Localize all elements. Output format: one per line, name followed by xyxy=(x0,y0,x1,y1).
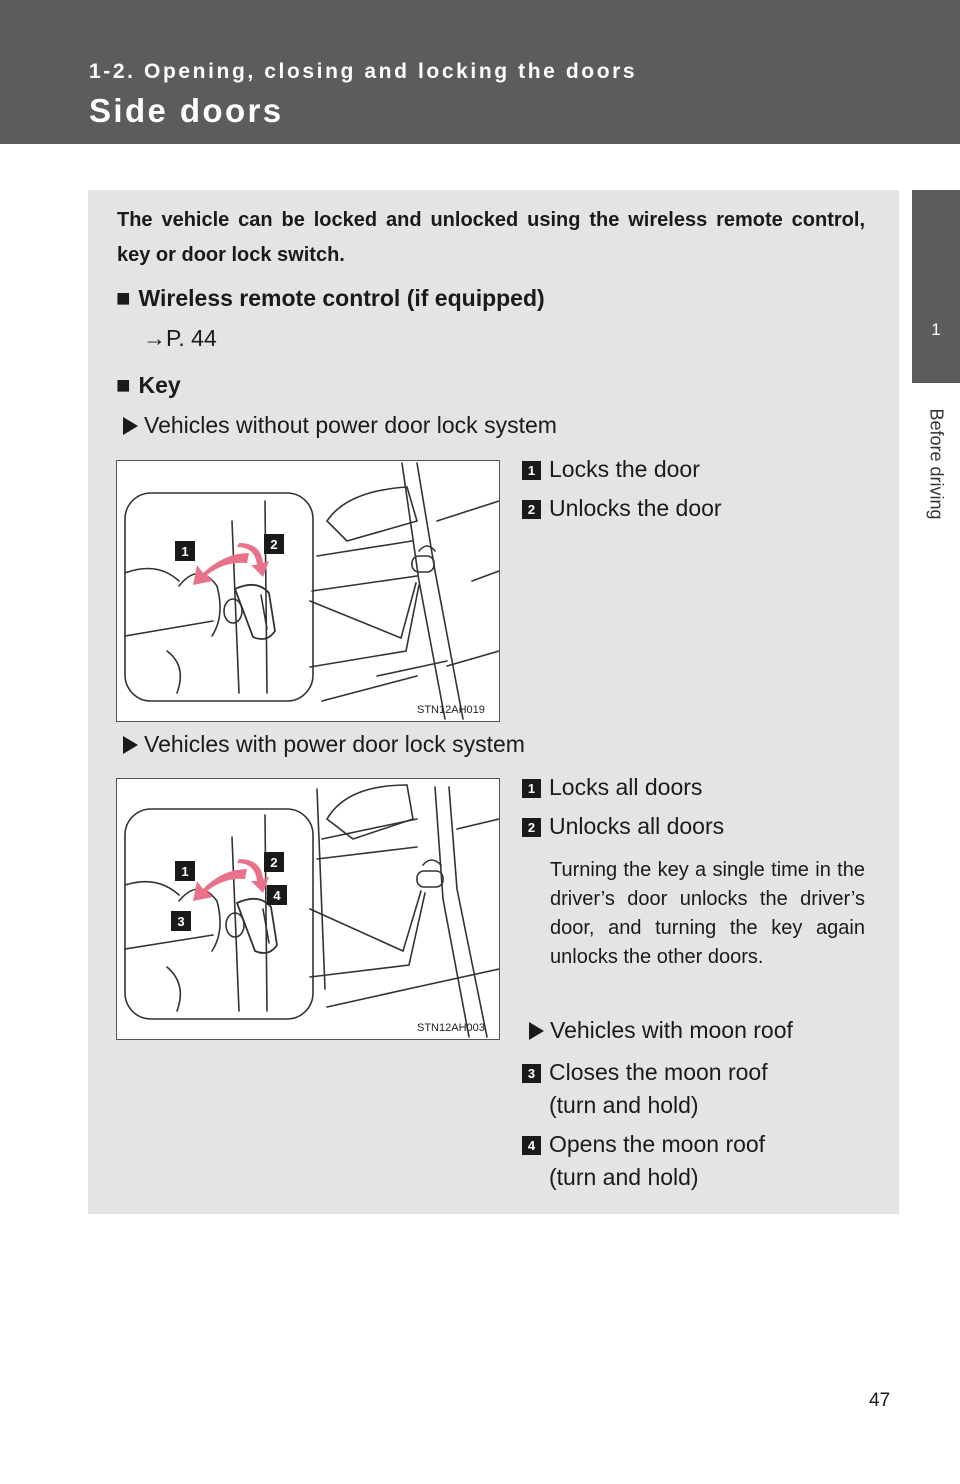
callout-3: 3 xyxy=(177,914,184,929)
illustration-key-cylinder-power-lock: 1 2 3 4 STN12AH003 xyxy=(116,778,500,1040)
legend-item-locks-all-doors: 1 Locks all doors xyxy=(522,774,702,801)
number-badge: 3 xyxy=(522,1064,541,1083)
triangle-bullet-icon xyxy=(529,1022,544,1040)
callout-2: 2 xyxy=(270,855,277,870)
legend-item-opens-moon-roof: 4 Opens the moon roof (turn and hold) xyxy=(522,1128,765,1194)
page-reference-link[interactable]: →P. 44 xyxy=(143,325,217,351)
legend-item-unlocks-all-doors: 2 Unlocks all doors xyxy=(522,813,724,840)
callout-4: 4 xyxy=(273,888,281,903)
subsection-with-power-lock: Vehicles with power door lock system xyxy=(123,731,525,758)
legend-subtext: (turn and hold) xyxy=(549,1092,699,1118)
number-badge: 4 xyxy=(522,1136,541,1155)
legend-item-unlocks-door: 2 Unlocks the door xyxy=(522,495,722,522)
door-lock-illustration: 1 2 xyxy=(124,462,500,720)
legend-text: Locks the door xyxy=(549,456,700,482)
number-badge: 1 xyxy=(522,779,541,798)
number-badge: 2 xyxy=(522,500,541,519)
figure-code: STN12AH019 xyxy=(417,704,485,716)
heading-text: Wireless remote control (if equipped) xyxy=(138,285,545,311)
heading-key: ■ Key xyxy=(116,372,181,400)
subsection-moon-roof: Vehicles with moon roof xyxy=(529,1017,793,1044)
legend-item-locks-door: 1 Locks the door xyxy=(522,456,700,483)
page-number: 47 xyxy=(869,1390,891,1411)
legend-text: Closes the moon roof xyxy=(549,1059,768,1085)
subsection-text: Vehicles with moon roof xyxy=(550,1017,793,1043)
chapter-label: Before driving xyxy=(912,384,960,544)
legend-text: Locks all doors xyxy=(549,774,703,800)
heading-wireless-remote: ■ Wireless remote control (if equipped) xyxy=(116,285,545,313)
unlock-note: Turning the key a single time in the dri… xyxy=(550,859,865,968)
legend-subtext: (turn and hold) xyxy=(549,1164,699,1190)
page-header: 1-2. Opening, closing and locking the do… xyxy=(0,0,960,144)
number-badge: 2 xyxy=(522,818,541,837)
callout-1: 1 xyxy=(181,544,188,559)
legend-item-closes-moon-roof: 3 Closes the moon roof (turn and hold) xyxy=(522,1056,768,1122)
illustration-key-cylinder-no-power-lock: 1 2 STN12AH019 xyxy=(116,460,500,722)
subsection-text: Vehicles without power door lock system xyxy=(144,412,557,438)
callout-1: 1 xyxy=(181,864,188,879)
number-badge: 1 xyxy=(522,461,541,480)
legend-text: Unlocks the door xyxy=(549,495,722,521)
chapter-number: 1 xyxy=(931,320,941,339)
intro-paragraph: The vehicle can be locked and unlocked u… xyxy=(117,209,865,266)
square-bullet-icon: ■ xyxy=(116,372,131,399)
triangle-bullet-icon xyxy=(123,736,138,754)
heading-text: Key xyxy=(138,372,181,398)
figure-code: STN12AH003 xyxy=(417,1022,485,1034)
subsection-without-power-lock: Vehicles without power door lock system xyxy=(123,412,557,439)
subsection-text: Vehicles with power door lock system xyxy=(144,731,525,757)
square-bullet-icon: ■ xyxy=(116,285,131,312)
triangle-bullet-icon xyxy=(123,417,138,435)
legend-text: Unlocks all doors xyxy=(549,813,725,839)
page-title: Side doors xyxy=(89,92,284,129)
door-lock-illustration: 1 2 3 4 xyxy=(124,784,500,1038)
section-subtitle: 1-2. Opening, closing and locking the do… xyxy=(89,60,638,83)
chapter-label-text: Before driving xyxy=(926,408,947,520)
legend-text: Opens the moon roof xyxy=(549,1131,766,1157)
chapter-tab xyxy=(912,190,960,383)
callout-2: 2 xyxy=(270,537,277,552)
